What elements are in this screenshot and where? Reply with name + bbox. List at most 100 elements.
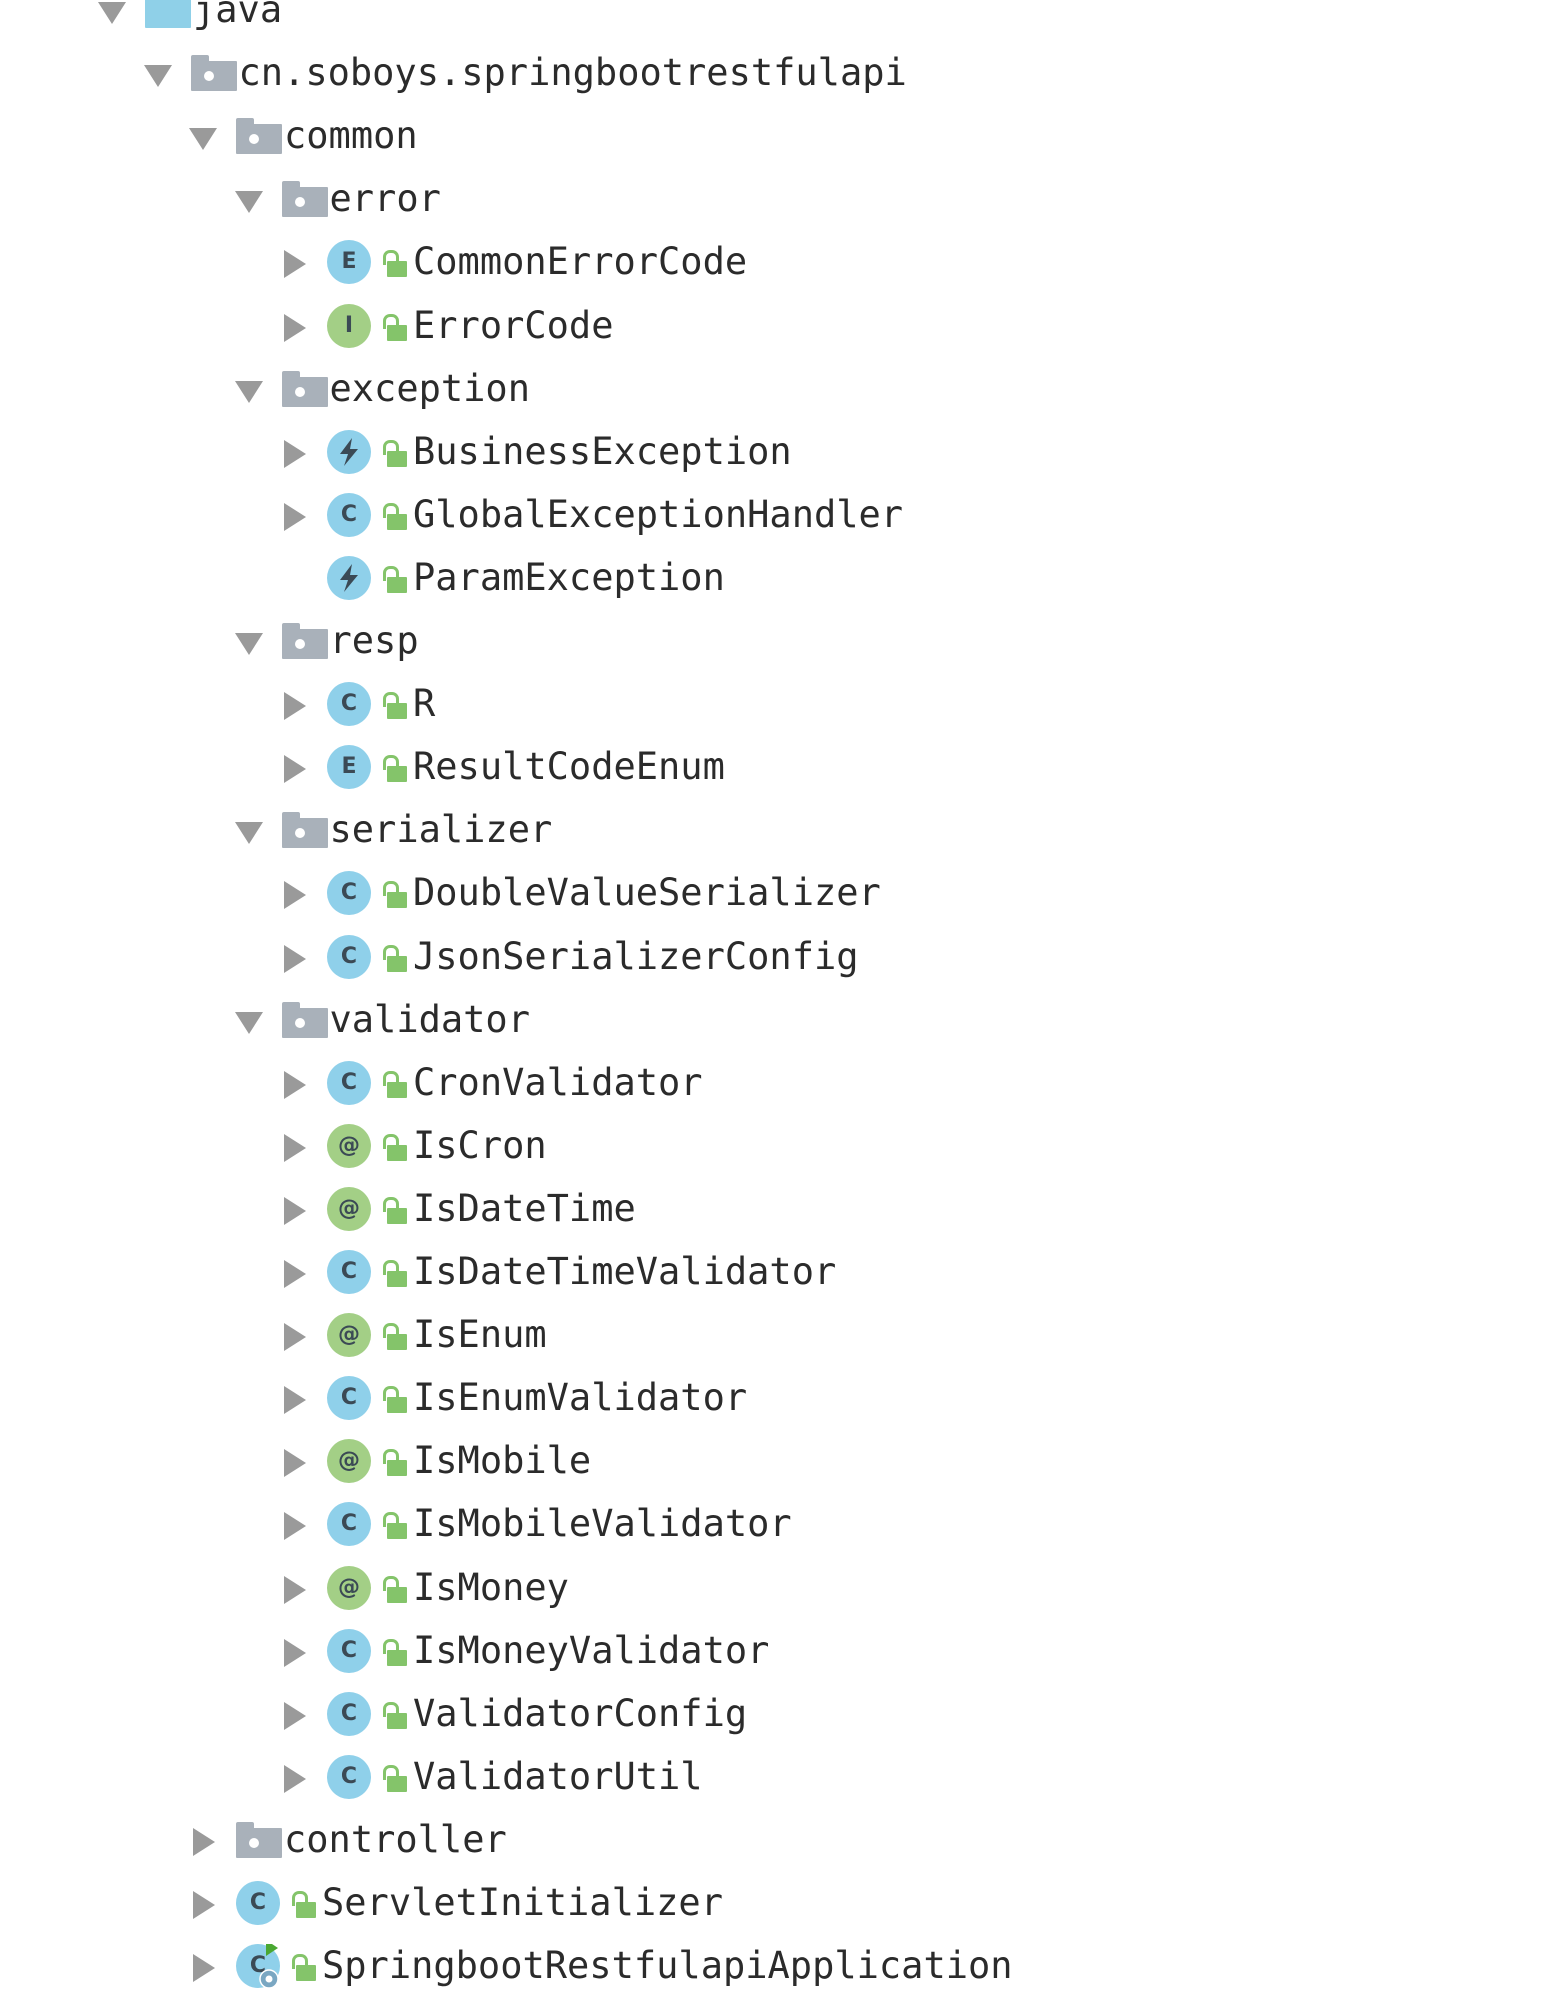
enum-icon: E <box>327 745 371 790</box>
enum-icon: E <box>327 240 371 285</box>
public-access-lock-icon <box>382 1196 408 1225</box>
expand-arrow-icon[interactable] <box>280 502 308 531</box>
collapse-arrow-icon[interactable] <box>234 187 263 215</box>
expand-arrow-icon[interactable] <box>280 1575 308 1604</box>
tree-node-label: error <box>329 177 441 221</box>
public-access-lock-icon <box>382 250 408 278</box>
expand-arrow-icon[interactable] <box>189 1954 217 1983</box>
expand-arrow-icon[interactable] <box>280 1070 308 1099</box>
collapse-arrow-icon[interactable] <box>234 377 263 405</box>
expand-arrow-icon[interactable] <box>280 313 308 342</box>
expand-arrow-icon[interactable] <box>280 755 308 784</box>
tree-folder-row[interactable]: validator <box>0 988 1545 1051</box>
tree-node-label: IsDateTime <box>413 1186 636 1230</box>
public-access-lock-icon <box>382 1575 408 1604</box>
tree-node-row[interactable]: ParamException <box>0 546 1545 609</box>
tree-node-label: validator <box>329 997 530 1041</box>
collapse-arrow-icon[interactable] <box>234 629 263 657</box>
tree-node-label: R <box>413 682 436 726</box>
tree-node-label: IsMoneyValidator <box>413 1628 770 1672</box>
expand-arrow-icon[interactable] <box>280 1260 308 1288</box>
tree-node-row[interactable]: C IsMoneyValidator <box>0 1619 1545 1682</box>
tree-node-row[interactable]: @IsMoney <box>0 1556 1545 1619</box>
tree-node-row[interactable]: @IsMobile <box>0 1429 1545 1492</box>
tree-folder-row[interactable]: exception <box>0 357 1545 420</box>
expand-arrow-icon[interactable] <box>280 439 308 468</box>
public-access-lock-icon <box>382 1764 408 1793</box>
tree-node-row[interactable]: BusinessException <box>0 420 1545 483</box>
tree-node-row[interactable]: C IsEnumValidator <box>0 1366 1545 1429</box>
tree-folder-row[interactable]: java <box>0 0 1545 41</box>
expand-arrow-icon[interactable] <box>280 1638 308 1667</box>
expand-arrow-icon[interactable] <box>280 1196 308 1225</box>
expand-arrow-icon[interactable] <box>280 944 308 973</box>
tree-node-label: IsCron <box>413 1123 547 1167</box>
class-icon: C <box>327 682 371 727</box>
tree-node-row[interactable]: @IsCron <box>0 1114 1545 1177</box>
expand-arrow-icon[interactable] <box>280 1764 308 1793</box>
tree-folder-row[interactable]: resp <box>0 609 1545 672</box>
expand-arrow-icon[interactable] <box>189 1827 217 1856</box>
expand-arrow-icon[interactable] <box>280 1512 308 1541</box>
expand-arrow-icon[interactable] <box>280 1701 308 1730</box>
collapse-arrow-icon[interactable] <box>143 61 172 89</box>
collapse-arrow-icon[interactable] <box>234 1008 263 1036</box>
expand-arrow-icon[interactable] <box>280 692 308 721</box>
class-icon: C <box>327 1628 371 1673</box>
package-folder-icon <box>190 55 237 93</box>
collapse-arrow-icon[interactable] <box>189 124 217 152</box>
tree-node-label: ValidatorConfig <box>413 1691 748 1735</box>
class-icon: C <box>327 1376 371 1421</box>
public-access-lock-icon <box>382 439 408 468</box>
expand-arrow-icon[interactable] <box>280 1386 308 1415</box>
public-access-lock-icon <box>382 755 408 783</box>
collapse-arrow-icon[interactable] <box>98 0 126 26</box>
tree-node-label: JsonSerializerConfig <box>413 934 859 978</box>
tree-node-row[interactable]: C CronValidator <box>0 1051 1545 1114</box>
tree-node-label: controller <box>284 1817 507 1861</box>
collapse-arrow-icon[interactable] <box>234 818 263 846</box>
expand-arrow-icon[interactable] <box>280 1323 308 1352</box>
tree-node-label: CommonErrorCode <box>413 240 748 284</box>
tree-node-label: IsEnumValidator <box>413 1376 748 1420</box>
tree-node-row[interactable]: @IsDateTime <box>0 1177 1545 1240</box>
tree-folder-row[interactable]: error <box>0 167 1545 230</box>
public-access-lock-icon <box>382 1133 408 1162</box>
expand-arrow-icon[interactable] <box>280 250 308 279</box>
public-access-lock-icon <box>382 565 408 594</box>
expand-arrow-icon[interactable] <box>280 1133 308 1162</box>
tree-folder-row[interactable]: common <box>0 104 1545 167</box>
package-folder-icon <box>236 1821 282 1860</box>
expand-arrow-icon[interactable] <box>189 1891 217 1919</box>
tree-node-row[interactable]: @IsEnum <box>0 1303 1545 1366</box>
tree-node-row[interactable]: E CommonErrorCode <box>0 230 1545 293</box>
tree-node-label: IsEnum <box>413 1313 547 1357</box>
public-access-lock-icon <box>382 881 408 909</box>
tree-node-label: CronValidator <box>413 1060 703 1104</box>
expand-arrow-icon[interactable] <box>280 881 308 910</box>
tree-node-label: serializer <box>329 808 553 852</box>
tree-folder-row[interactable]: serializer <box>0 798 1545 861</box>
tree-node-label: GlobalExceptionHandler <box>413 492 904 536</box>
public-access-lock-icon <box>291 1954 317 1982</box>
tree-folder-row[interactable]: cn.soboys.springbootrestfulapi <box>0 41 1545 104</box>
expand-arrow-icon[interactable] <box>280 1449 308 1478</box>
tree-folder-row[interactable]: controller <box>0 1808 1545 1871</box>
public-access-lock-icon <box>291 1891 317 1919</box>
package-folder-icon <box>281 181 328 219</box>
public-access-lock-icon <box>382 692 408 720</box>
class-icon: C <box>327 1060 371 1105</box>
